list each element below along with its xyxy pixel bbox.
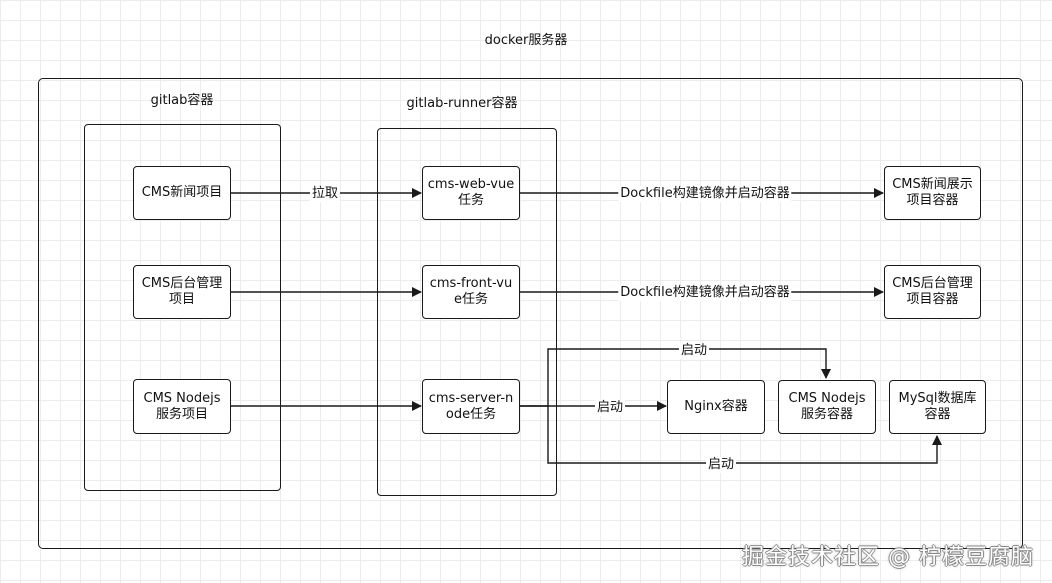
node-server-node-task: cms-server-node任务 (422, 379, 520, 434)
gitlab-container-frame (84, 124, 281, 491)
node-front-vue-task: cms-front-vue任务 (422, 265, 520, 319)
node-admin-container-label: CMS后台管理项目容器 (892, 276, 973, 307)
node-cms-news-project: CMS新闻项目 (133, 166, 231, 220)
node-cms-nodejs-project-label: CMS Nodejs服务项目 (143, 390, 221, 422)
node-news-display-container-label: CMS新闻展示项目容器 (892, 177, 973, 208)
node-nodejs-service-container-label: CMS Nodejs服务容器 (788, 391, 866, 422)
node-mysql-container: MySql数据库容器 (889, 380, 986, 434)
runner-container-title: gitlab-runner容器 (406, 96, 518, 111)
node-cms-nodejs-project: CMS Nodejs服务项目 (133, 379, 231, 434)
node-admin-container: CMS后台管理项目容器 (884, 265, 981, 319)
docker-server-frame (38, 78, 1023, 549)
edge-label-start-mid: 启动 (594, 400, 626, 416)
node-server-node-task-label: cms-server-node任务 (428, 390, 514, 422)
runner-container-frame (377, 128, 557, 496)
edge-label-pull: 拉取 (309, 186, 341, 202)
edge-label-start-bottom: 启动 (705, 457, 737, 473)
docker-server-title: docker服务器 (484, 33, 568, 48)
edge-label-dockerfile-2: Dockfile构建镜像并启动容器 (618, 285, 792, 301)
node-nginx-container: Nginx容器 (667, 380, 765, 434)
node-cms-news-project-label: CMS新闻项目 (141, 185, 223, 200)
node-cms-admin-project-label: CMS后台管理项目 (141, 276, 223, 307)
node-front-vue-task-label: cms-front-vue任务 (429, 276, 513, 307)
edge-server-task-to-mysql-container (547, 406, 942, 464)
node-nodejs-service-container: CMS Nodejs服务容器 (778, 380, 876, 434)
node-cms-admin-project: CMS后台管理项目 (133, 265, 231, 319)
edge-label-dockerfile-1: Dockfile构建镜像并启动容器 (618, 186, 792, 202)
node-mysql-container-label: MySql数据库容器 (898, 391, 977, 422)
watermark-text: 掘金技术社区 @ 柠檬豆腐脑 (742, 545, 1034, 570)
node-web-vue-task-label: cms-web-vue任务 (427, 177, 515, 208)
edge-server-task-to-nodejs-container (519, 348, 831, 407)
node-news-display-container: CMS新闻展示项目容器 (884, 166, 981, 220)
node-web-vue-task: cms-web-vue任务 (422, 166, 520, 220)
node-nginx-container-label: Nginx容器 (684, 399, 748, 414)
edge-label-start-top: 启动 (678, 343, 710, 359)
gitlab-container-title: gitlab容器 (150, 93, 214, 108)
